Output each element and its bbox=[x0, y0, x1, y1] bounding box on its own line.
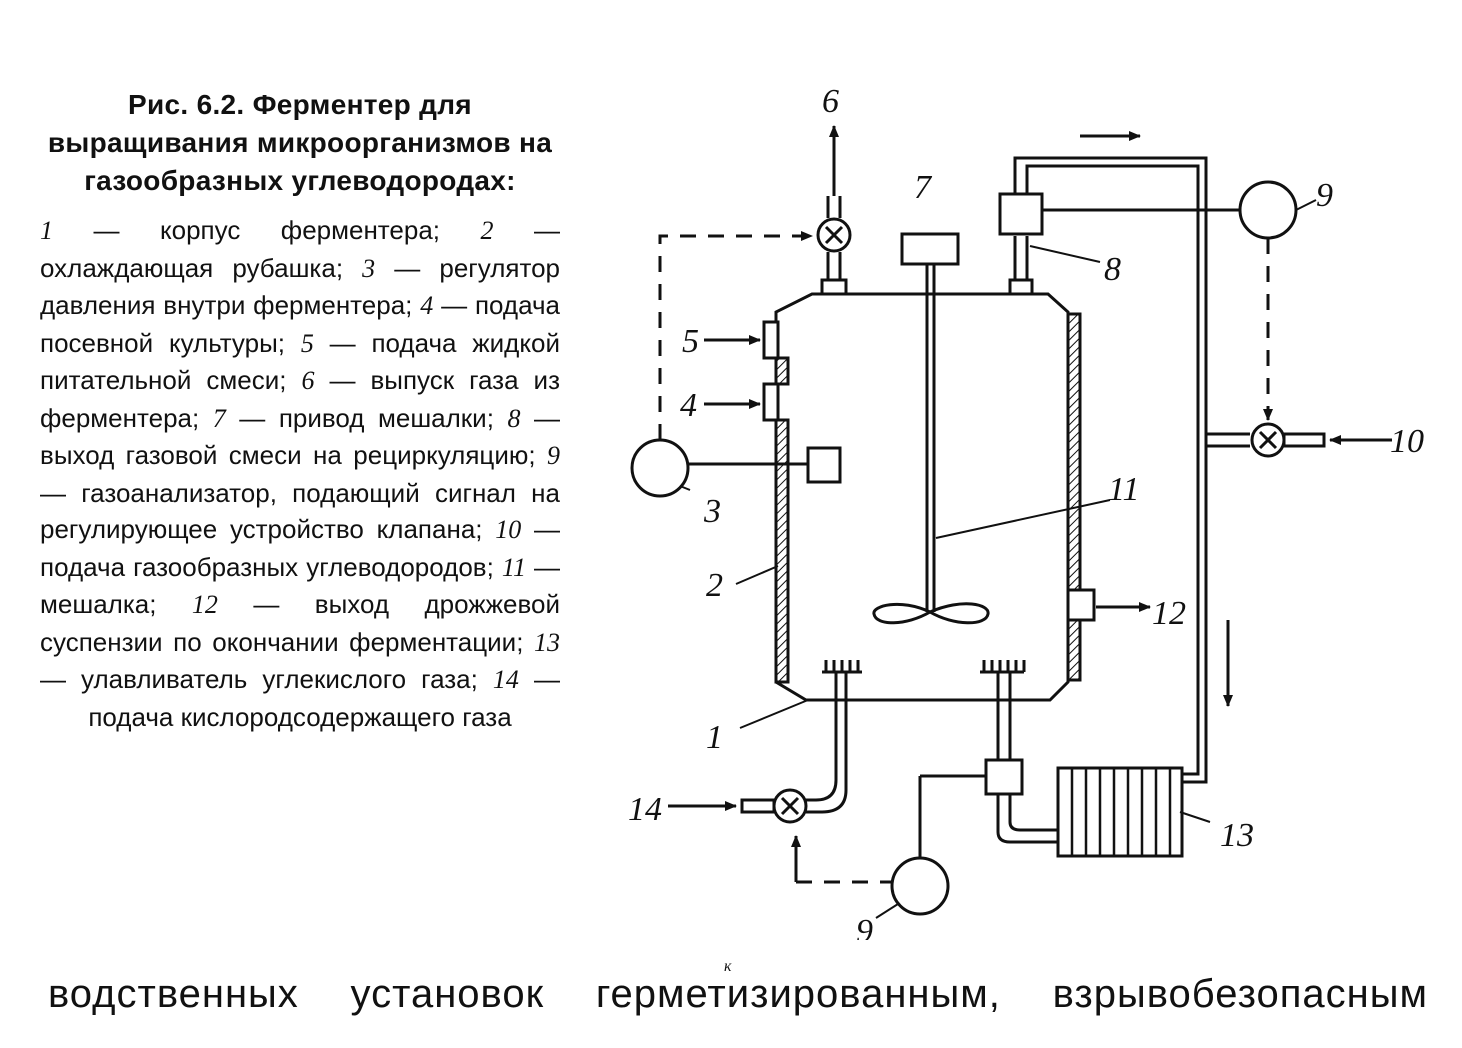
legend-text: охлаждающая рубашка; bbox=[40, 252, 344, 283]
legend-number: 5 bbox=[300, 328, 314, 358]
gas-analyzer-top bbox=[1238, 180, 1298, 240]
legend-text: привод мешалки; bbox=[278, 402, 494, 433]
legend-number: 10 bbox=[495, 515, 522, 544]
label-8: 8 bbox=[1104, 251, 1121, 288]
co2-valve bbox=[984, 758, 1024, 796]
label-9-top: 9 bbox=[1316, 177, 1333, 214]
label-11: 11 bbox=[1108, 471, 1139, 508]
label-7: 7 bbox=[914, 169, 933, 206]
body-word: установок bbox=[350, 972, 545, 1016]
legend-text: подача газообразных углеводородов; bbox=[40, 551, 494, 582]
pressure-sensor bbox=[806, 446, 842, 484]
legend-item: 1 — корпус ферментера; bbox=[40, 215, 441, 245]
legend-text: выпуск газа из ферментера; bbox=[40, 365, 560, 433]
label-1: 1 bbox=[706, 719, 723, 756]
legend-item: 9 — газоанализатор, подающий сигнал на р… bbox=[40, 441, 560, 545]
label-3: 3 bbox=[703, 493, 721, 530]
legend-number: 1 bbox=[40, 216, 53, 245]
pressure-regulator bbox=[630, 438, 690, 498]
legend-item: 14 — подача кислородсодержащего газа bbox=[88, 664, 560, 732]
legend-number: 6 bbox=[301, 366, 315, 395]
sparger-right bbox=[980, 660, 1026, 674]
body-word: герметизированным, bbox=[595, 972, 1001, 1016]
label-6: 6 bbox=[822, 83, 839, 120]
legend-item: 10 — подача газообразных углеводородов; bbox=[40, 514, 560, 582]
body-word: водственных bbox=[48, 972, 299, 1016]
recirculation-valve-8 bbox=[998, 192, 1044, 236]
legend-number: 9 bbox=[547, 441, 560, 470]
port-12 bbox=[1066, 588, 1096, 622]
legend-number: 13 bbox=[534, 627, 560, 657]
legend-text: корпус ферментера; bbox=[159, 215, 441, 245]
figure-title: Ферментер для выращивания микроорганизмо… bbox=[47, 89, 553, 196]
figure-number: Рис. 6.2. bbox=[128, 89, 245, 120]
legend-number: 12 bbox=[191, 590, 218, 619]
figure-caption: Рис. 6.2. Ферментер для выращивания микр… bbox=[40, 86, 560, 735]
legend-number: 8 bbox=[507, 403, 521, 433]
legend-number: 2 bbox=[480, 216, 494, 245]
cooling-jacket-right bbox=[1066, 312, 1082, 592]
legend-text: регулятор давления внутри ферментера; bbox=[40, 252, 560, 321]
legend-item: 7 — привод мешалки; bbox=[212, 402, 494, 433]
sparger-left bbox=[822, 660, 862, 674]
body-text-line: водственных установок герметизированным,… bbox=[48, 972, 1428, 1017]
fermenter-diagram: 6 7 8 9 5 4 3 10 11 2 12 1 14 13 9 bbox=[628, 83, 1424, 940]
impeller bbox=[872, 602, 990, 625]
legend-text: подача жидкой питательной смеси; bbox=[40, 327, 561, 396]
legend-number: 7 bbox=[212, 403, 226, 433]
legend-item: 6 — выпуск газа из ферментера; bbox=[40, 365, 560, 433]
legend-text: подача кислородсодержащего газа bbox=[88, 701, 512, 732]
label-4: 4 bbox=[680, 387, 697, 424]
port-4 bbox=[762, 382, 780, 422]
label-5: 5 bbox=[682, 323, 699, 360]
figure-legend: 1 — корпус ферментера; 2 — охлаждающая р… bbox=[40, 212, 560, 735]
legend-item: 3 — регулятор давления внутри ферментера… bbox=[40, 252, 560, 321]
legend-number: 3 bbox=[362, 253, 376, 283]
label-13: 13 bbox=[1220, 817, 1254, 854]
legend-number: 14 bbox=[492, 665, 519, 694]
caption-title: Рис. 6.2. Ферментер для выращивания микр… bbox=[40, 86, 560, 200]
cooling-jacket-left bbox=[774, 418, 790, 684]
label-14: 14 bbox=[628, 791, 662, 828]
legend-item: 11 — мешалка; bbox=[40, 551, 560, 620]
port-5 bbox=[762, 320, 780, 360]
legend-text: подача посевной культуры; bbox=[40, 290, 560, 358]
legend-number: 4 bbox=[420, 291, 434, 320]
stray-mark: к bbox=[724, 958, 732, 975]
legend-item: 12 — выход дрожжевой суспензии по оконча… bbox=[40, 589, 561, 657]
label-10: 10 bbox=[1390, 423, 1424, 460]
stirrer-drive bbox=[900, 232, 960, 266]
legend-text: улавливатель углекислого газа; bbox=[81, 664, 478, 694]
legend-item: 2 — охлаждающая рубашка; bbox=[40, 215, 560, 283]
legend-text: мешалка; bbox=[40, 589, 157, 619]
legend-text: выход газовой смеси на рециркуляцию; bbox=[40, 440, 536, 470]
legend-item: 5 — подача жидкой питательной смеси; bbox=[40, 327, 561, 396]
legend-item: 8 — выход газовой смеси на рециркуляцию; bbox=[40, 402, 560, 471]
label-12: 12 bbox=[1152, 595, 1186, 632]
label-9-bottom: 9 bbox=[856, 913, 873, 940]
legend-item: 13 — улавливатель углекислого газа; bbox=[40, 627, 560, 695]
fermenter-body bbox=[774, 292, 1070, 702]
gas-analyzer-bottom bbox=[890, 856, 950, 916]
label-2: 2 bbox=[706, 567, 723, 604]
legend-text: газоанализатор, подающий сигнал на регул… bbox=[40, 477, 560, 545]
body-word: взрывобезопасным bbox=[1052, 972, 1428, 1016]
legend-number: 11 bbox=[501, 552, 526, 582]
co2-trap bbox=[1056, 766, 1184, 858]
legend-text: выход дрожжевой суспензии по окончании ф… bbox=[40, 589, 561, 657]
legend-item: 4 — подача посевной культуры; bbox=[40, 290, 560, 358]
